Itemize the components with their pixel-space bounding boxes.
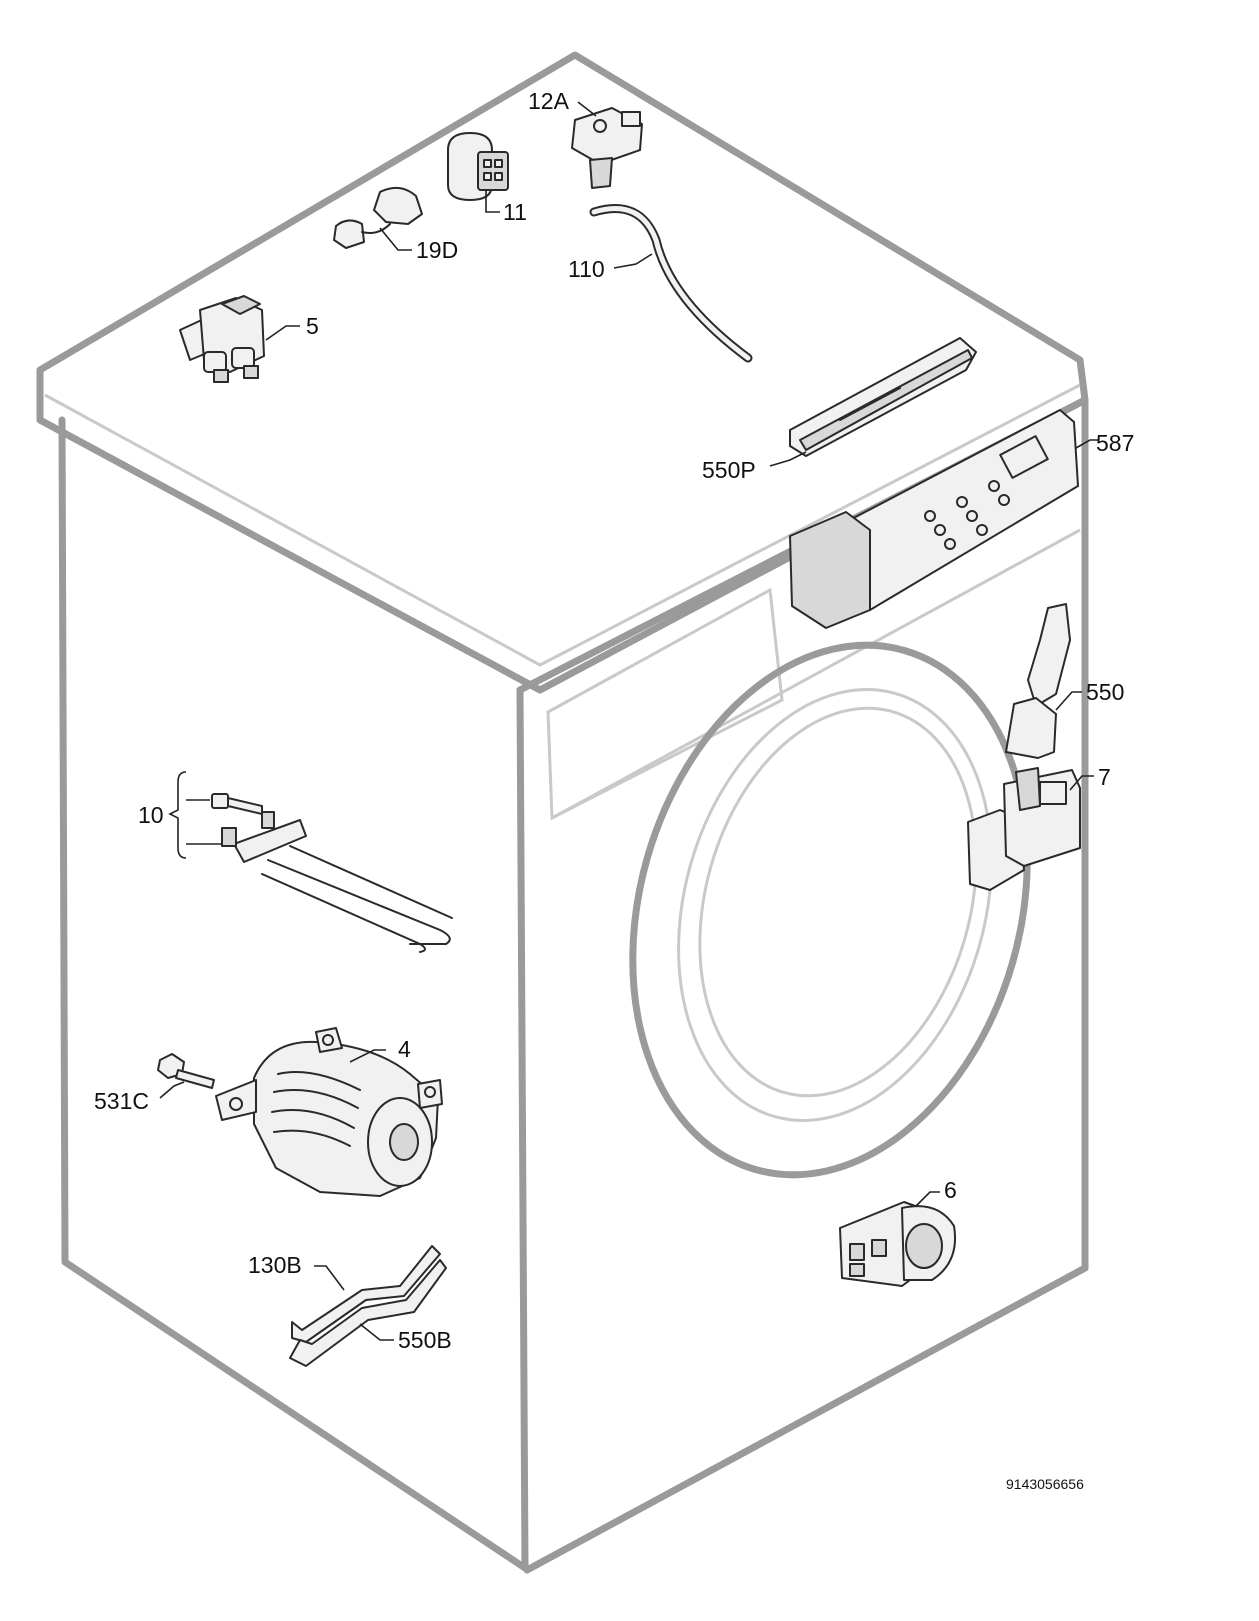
callout-550p: 550P	[702, 457, 756, 483]
control-panel-cover-part[interactable]	[789, 337, 977, 457]
leader-11	[485, 190, 500, 213]
callout-110: 110	[568, 256, 605, 282]
hinge-bracket-part[interactable]	[289, 1245, 447, 1367]
leader-6	[915, 1191, 940, 1207]
callout-550: 550	[1086, 679, 1124, 705]
leader-531c	[159, 1081, 185, 1099]
pressure-hose-part[interactable]	[589, 204, 753, 363]
door-handle-part[interactable]	[1005, 603, 1071, 759]
cable-clip-part[interactable]	[333, 186, 423, 249]
callout-6: 6	[944, 1177, 957, 1203]
leader-550	[1055, 691, 1082, 711]
leader-12a	[577, 101, 597, 117]
callout-130b: 130B	[248, 1252, 302, 1278]
callout-19d: 19D	[416, 237, 458, 263]
heating-element-part[interactable]	[211, 793, 453, 953]
leader-550b	[359, 1323, 394, 1341]
leader-19d	[379, 227, 412, 251]
callout-5: 5	[306, 313, 319, 339]
callout-4: 4	[398, 1036, 411, 1062]
leader-587	[1075, 439, 1098, 449]
electronic-module-part[interactable]	[789, 409, 1079, 629]
screw-part[interactable]	[157, 1053, 215, 1089]
drawing-code: 9143056656	[1006, 1476, 1084, 1492]
interference-filter-part[interactable]	[447, 132, 509, 201]
leader-4	[349, 1049, 386, 1063]
bracket-10	[168, 771, 187, 859]
leader-110	[613, 253, 653, 269]
callout-10: 10	[138, 802, 164, 828]
pressure-switch-part[interactable]	[571, 107, 643, 189]
door-lock-part[interactable]	[967, 767, 1081, 891]
washing-machine-cabinet	[36, 51, 1089, 1574]
callout-11: 11	[503, 199, 527, 225]
leader-130b	[314, 1265, 345, 1291]
inlet-valve-part[interactable]	[179, 295, 265, 383]
callout-550b: 550B	[398, 1327, 452, 1353]
callout-7: 7	[1098, 764, 1111, 790]
callout-12a: 12A	[528, 88, 570, 114]
leader-550p	[769, 451, 807, 467]
callout-587: 587	[1096, 430, 1134, 456]
circulation-pump-part[interactable]	[839, 1201, 956, 1287]
leader-5	[265, 325, 300, 341]
drain-pump-part[interactable]	[215, 1027, 443, 1197]
leader-7	[1069, 775, 1094, 791]
board-buttons	[924, 480, 1010, 550]
callout-531c: 531C	[94, 1088, 149, 1114]
